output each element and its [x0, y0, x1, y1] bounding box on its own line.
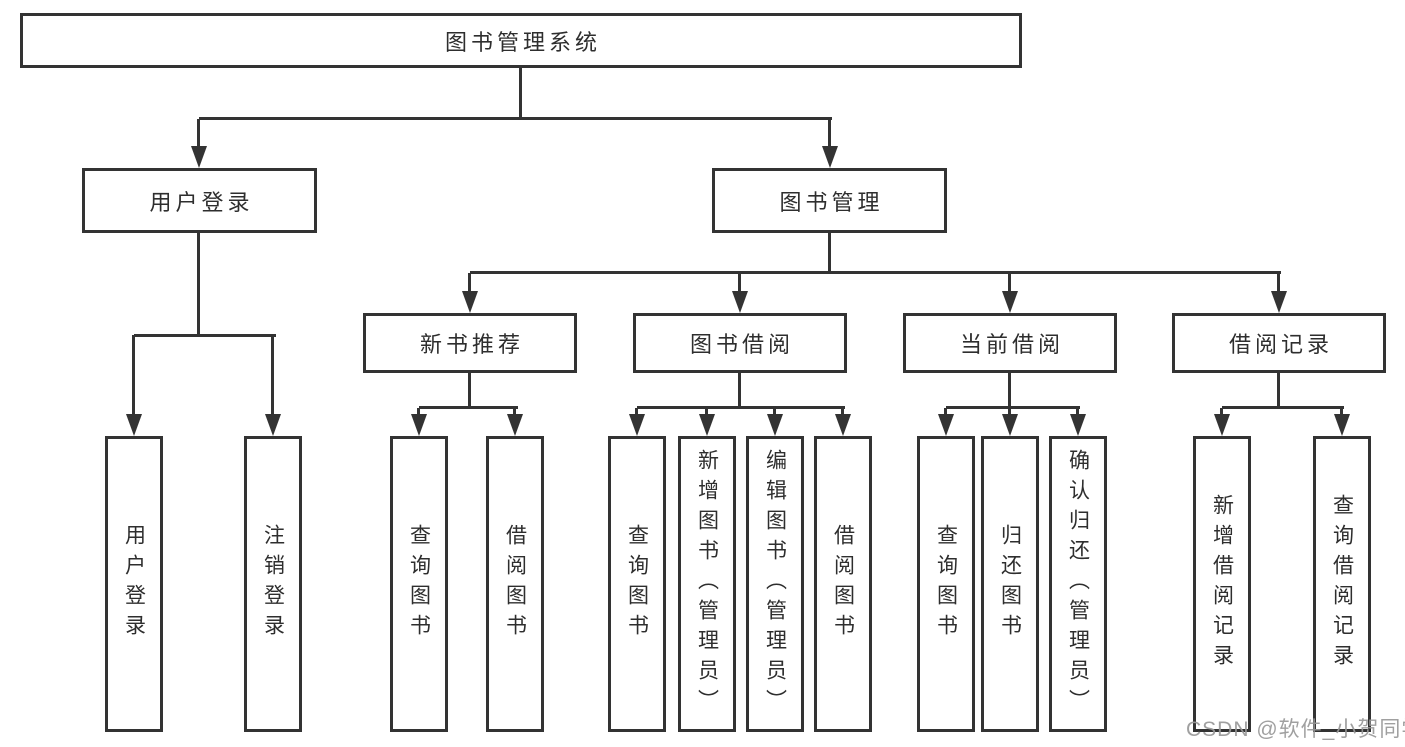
connector-line — [1277, 273, 1280, 293]
leaf-label: 借阅图书 — [831, 524, 855, 644]
arrow-down-icon — [1214, 414, 1230, 436]
leaf-user-login: 用户登录 — [105, 436, 163, 732]
connector-line — [468, 373, 471, 409]
leaf-return-book: 归还图书 — [981, 436, 1039, 732]
leaf-query-borrow-record: 查询借阅记录 — [1313, 436, 1371, 732]
arrow-down-icon — [1002, 414, 1018, 436]
connector-line — [705, 408, 708, 417]
leaf-label: 查询借阅记录 — [1330, 494, 1354, 674]
leaf-label: 查询图书 — [934, 524, 958, 644]
csdn-watermark: CSDN @软件_小贺同学 — [1186, 718, 1405, 741]
arrow-down-icon — [1002, 291, 1018, 313]
arrow-down-icon — [629, 414, 645, 436]
leaf-query-book-1: 查询图书 — [390, 436, 448, 732]
connector-line — [1222, 406, 1344, 409]
connector-line — [519, 68, 522, 120]
leaf-add-borrow-record: 新增借阅记录 — [1193, 436, 1251, 732]
node-book-borrowing: 图书借阅 — [633, 313, 847, 373]
leaf-borrow-book-1: 借阅图书 — [486, 436, 544, 732]
arrow-down-icon — [1070, 414, 1086, 436]
node-user-login: 用户登录 — [82, 168, 317, 233]
arrow-down-icon — [767, 414, 783, 436]
arrow-down-icon — [699, 414, 715, 436]
connector-line — [637, 406, 845, 409]
arrow-down-icon — [265, 414, 281, 436]
connector-line — [132, 335, 135, 416]
leaf-borrow-book-2: 借阅图书 — [814, 436, 872, 732]
connector-line — [635, 408, 638, 417]
arrow-down-icon — [1334, 414, 1350, 436]
connector-line — [1008, 408, 1011, 417]
connector-line — [1340, 408, 1343, 417]
connector-line — [828, 119, 831, 147]
arrow-down-icon — [835, 414, 851, 436]
node-library-management-system: 图书管理系统 — [20, 13, 1022, 68]
connector-line — [773, 408, 776, 417]
node-label: 图书管理系统 — [444, 29, 601, 55]
connector-line — [841, 408, 844, 417]
arrow-down-icon — [507, 414, 523, 436]
connector-line — [199, 117, 832, 120]
connector-line — [470, 271, 1281, 274]
connector-line — [468, 273, 471, 293]
connector-line — [1076, 408, 1079, 417]
leaf-label: 新增借阅记录 — [1210, 494, 1234, 674]
connector-line — [197, 233, 200, 337]
connector-line — [1008, 273, 1011, 293]
arrow-down-icon — [126, 414, 142, 436]
node-label: 新书推荐 — [419, 332, 524, 357]
arrow-down-icon — [1271, 291, 1287, 313]
connector-line — [828, 233, 831, 273]
connector-line — [944, 408, 947, 417]
leaf-confirm-return-admin: 确认归还（管理员） — [1049, 436, 1107, 732]
node-book-management: 图书管理 — [712, 168, 947, 233]
connector-line — [417, 408, 420, 417]
connector-line — [197, 119, 200, 147]
leaf-edit-book-admin: 编辑图书（管理员） — [746, 436, 804, 732]
connector-line — [134, 334, 276, 337]
connector-line — [419, 406, 518, 409]
connector-line — [1277, 373, 1280, 409]
node-label: 用户登录 — [149, 189, 254, 215]
arrow-down-icon — [938, 414, 954, 436]
leaf-add-book-admin: 新增图书（管理员） — [678, 436, 736, 732]
node-new-book-recommend: 新书推荐 — [363, 313, 577, 373]
leaf-label: 注销登录 — [261, 524, 285, 644]
node-current-borrowing: 当前借阅 — [903, 313, 1117, 373]
connector-line — [1008, 373, 1011, 409]
leaf-label: 新增图书（管理员） — [695, 449, 719, 719]
connector-line — [1220, 408, 1223, 417]
leaf-label: 查询图书 — [625, 524, 649, 644]
leaf-logout: 注销登录 — [244, 436, 302, 732]
connector-line — [738, 373, 741, 409]
arrow-down-icon — [191, 146, 207, 168]
node-label: 图书借阅 — [689, 332, 794, 357]
node-label: 当前借阅 — [959, 332, 1064, 357]
leaf-label: 借阅图书 — [503, 524, 527, 644]
leaf-label: 用户登录 — [122, 524, 146, 644]
leaf-label: 查询图书 — [407, 524, 431, 644]
connector-line — [738, 273, 741, 293]
arrow-down-icon — [822, 146, 838, 168]
leaf-label: 编辑图书（管理员） — [763, 449, 787, 719]
arrow-down-icon — [732, 291, 748, 313]
arrow-down-icon — [462, 291, 478, 313]
leaf-label: 确认归还（管理员） — [1066, 449, 1090, 719]
connector-line — [271, 335, 274, 416]
leaf-query-book-2: 查询图书 — [608, 436, 666, 732]
leaf-query-book-3: 查询图书 — [917, 436, 975, 732]
leaf-label: 归还图书 — [998, 524, 1022, 644]
node-label: 借阅记录 — [1228, 332, 1333, 357]
connector-line — [946, 406, 1080, 409]
node-borrow-records: 借阅记录 — [1172, 313, 1386, 373]
node-label: 图书管理 — [779, 189, 884, 215]
connector-line — [513, 408, 516, 417]
arrow-down-icon — [411, 414, 427, 436]
